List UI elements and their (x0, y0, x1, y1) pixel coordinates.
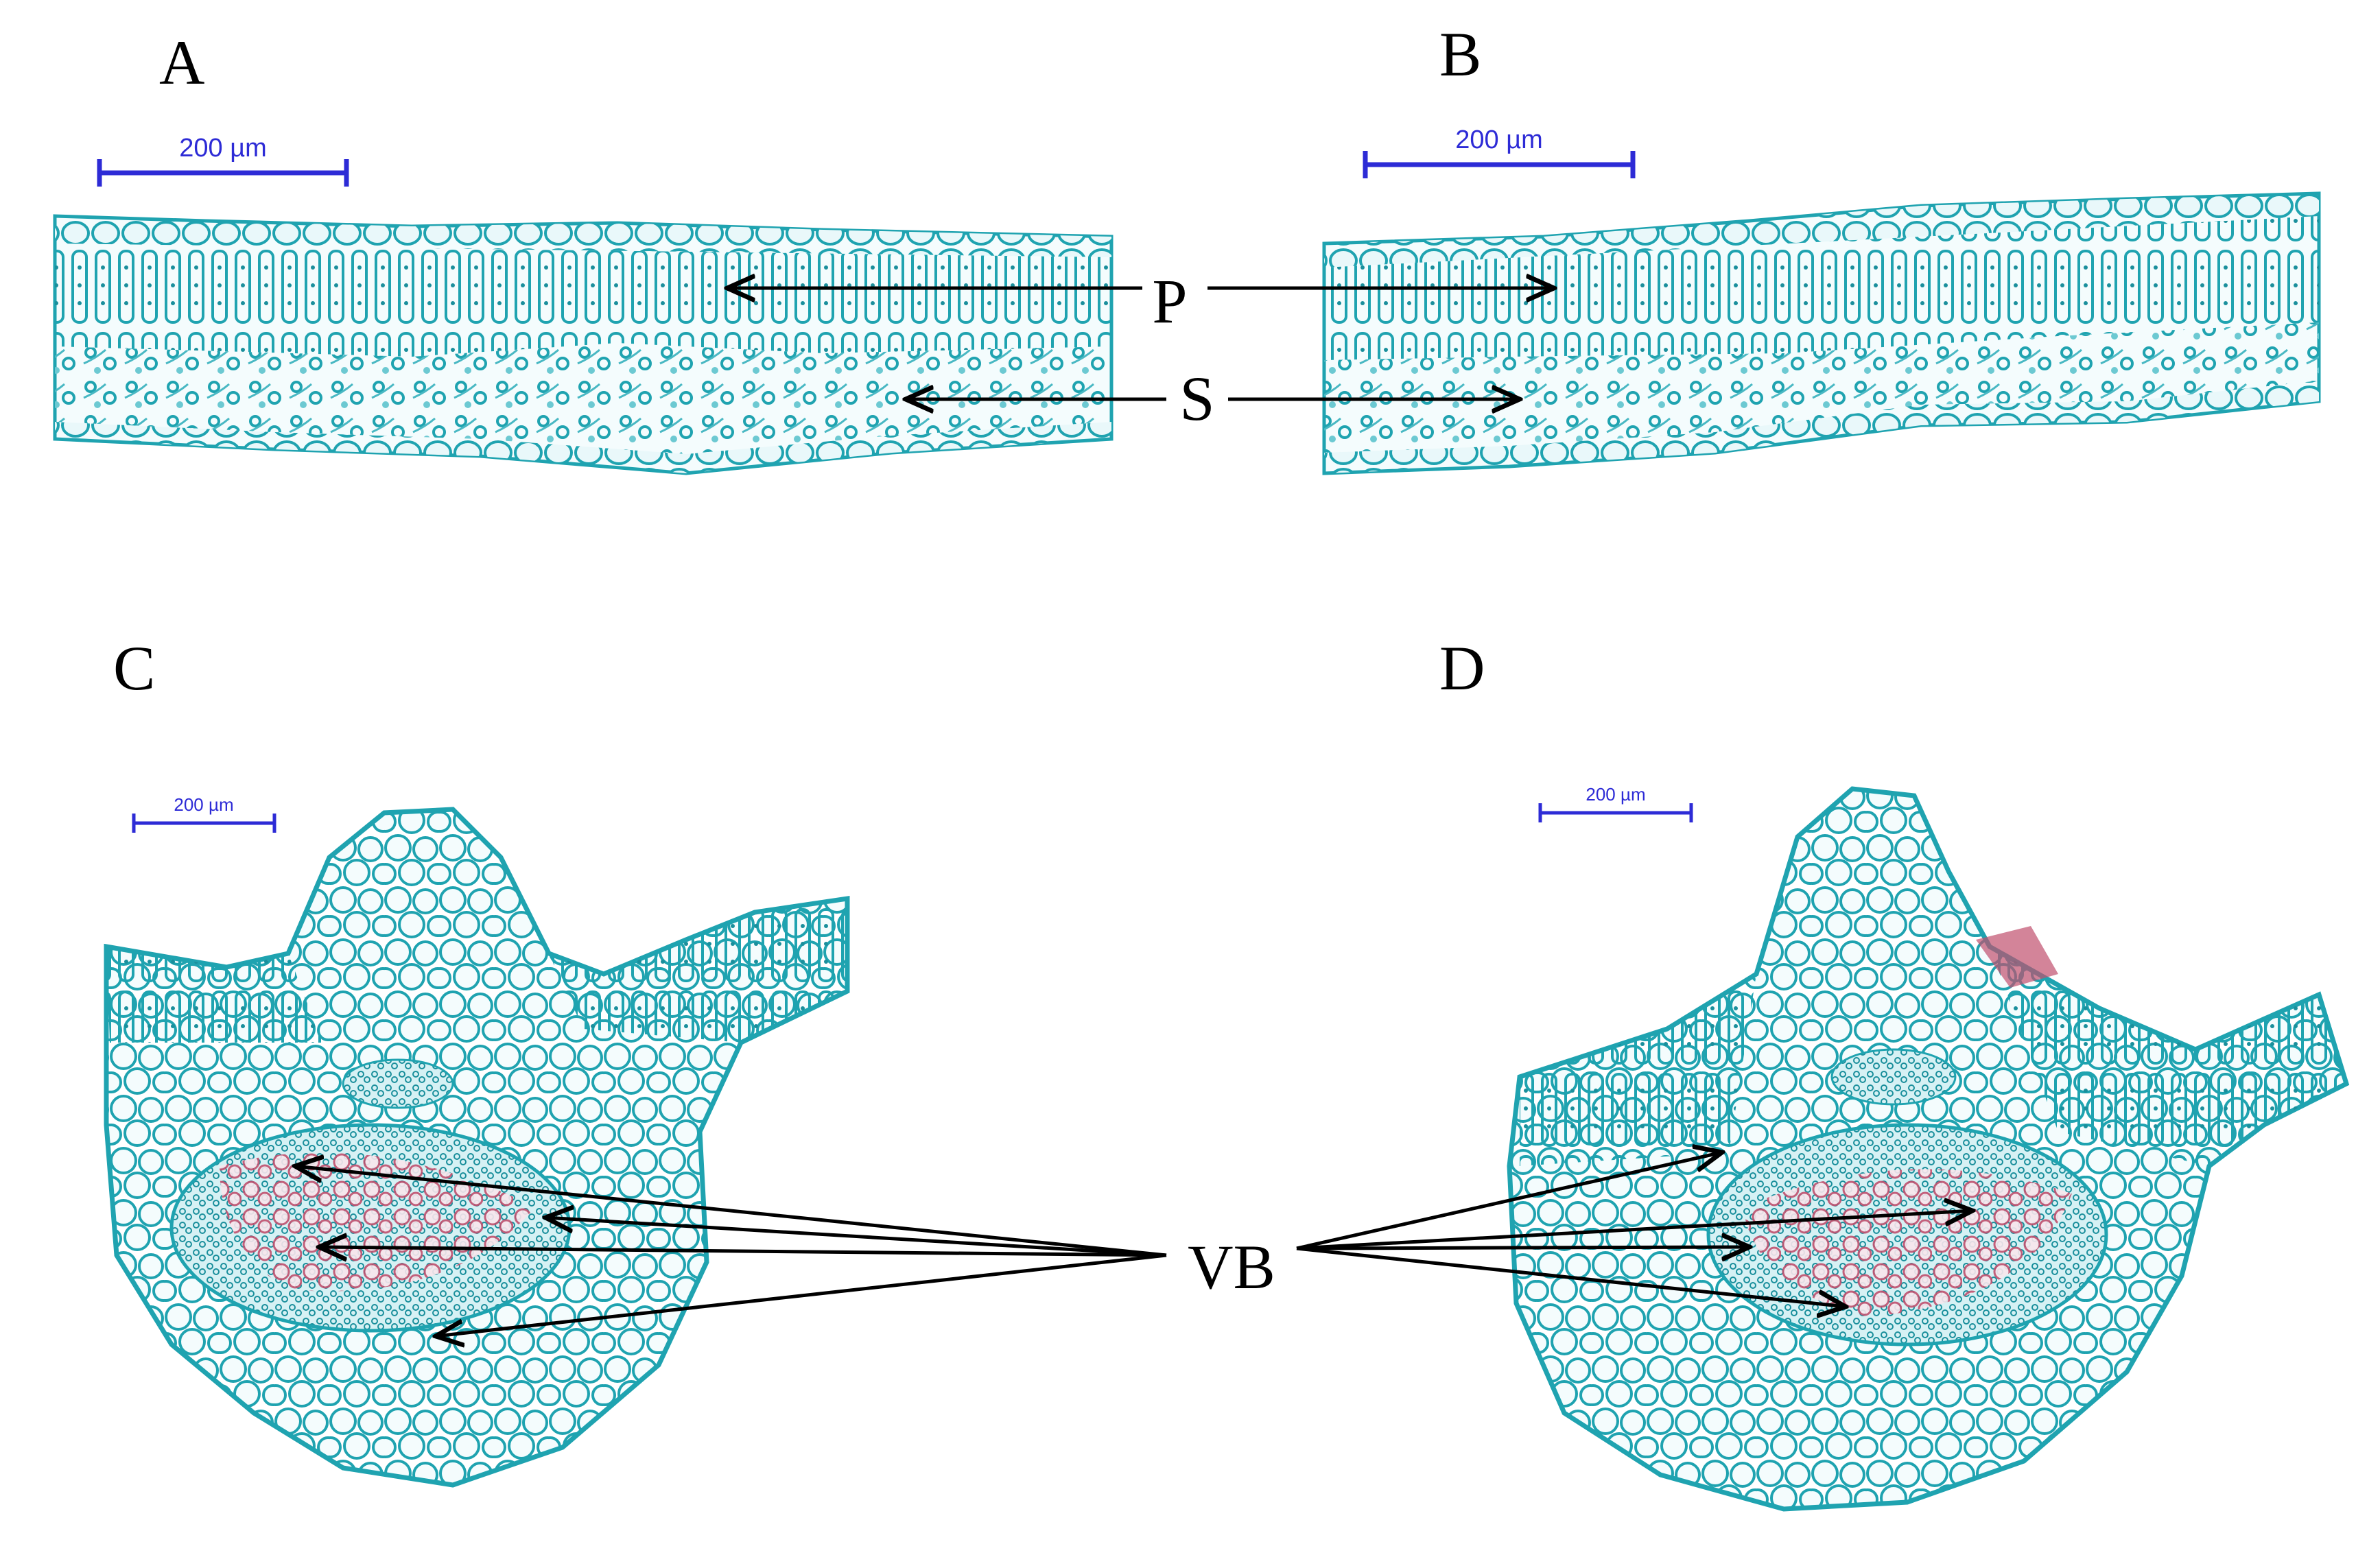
scale-bar-label-d: 200 µm (1586, 784, 1645, 805)
annotation-label-vb: VB (1188, 1232, 1275, 1302)
annotation-label-p: P (1152, 266, 1187, 336)
scale-bar-d: 200 µm (1538, 784, 1693, 822)
arrow-vb-c2 (545, 1218, 1167, 1257)
midrib-section-d (1507, 786, 2350, 1512)
panel-label-a: A (159, 27, 204, 97)
arrow-vb-c4 (436, 1253, 1167, 1336)
panel-label-b: B (1439, 19, 1481, 89)
arrow-vb-d2 (1296, 1211, 1972, 1250)
annotation-s: S (906, 364, 1520, 434)
leaf-blade-section-a (53, 214, 1114, 475)
scale-bar-label-c: 200 µm (174, 794, 233, 815)
panel-c: C 200 µm (104, 633, 850, 1488)
annotation-p: P (727, 266, 1554, 336)
panel-label-d: D (1439, 633, 1485, 703)
arrow-vb-d4 (1296, 1246, 1846, 1307)
annotation-label-s: S (1179, 364, 1214, 434)
arrow-vb-d3 (1296, 1247, 1749, 1248)
arrow-vb-c3 (319, 1247, 1167, 1255)
arrow-vb-c1 (295, 1166, 1167, 1257)
scale-bar-a: 200 µm (97, 134, 349, 187)
midrib-section-c (104, 807, 850, 1488)
scale-bar-label-b: 200 µm (1455, 126, 1543, 154)
scale-bar-b: 200 µm (1363, 126, 1636, 178)
panel-b: B 200 µm (1322, 19, 2321, 475)
panel-a: A 200 µm (53, 27, 1114, 475)
panel-d: D 200 µm (1439, 633, 2350, 1512)
arrow-vb-d1 (1296, 1152, 1722, 1250)
annotation-vb: VB (295, 1152, 1972, 1336)
scale-bar-c: 200 µm (132, 794, 276, 833)
scale-bar-label-a: 200 µm (179, 134, 267, 163)
panel-label-c: C (113, 633, 155, 703)
leaf-blade-section-b (1322, 191, 2321, 475)
